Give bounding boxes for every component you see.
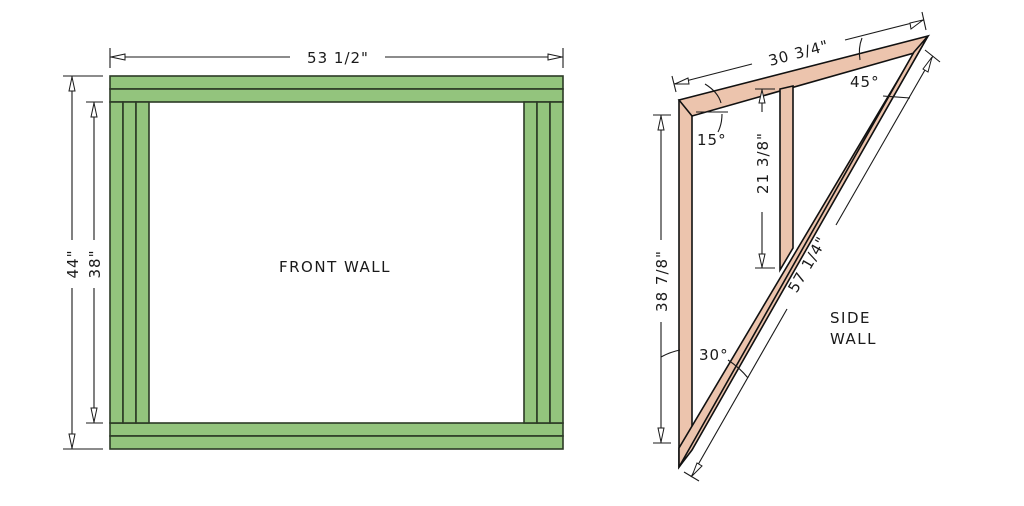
front-wall-title: FRONT WALL: [279, 258, 391, 276]
top-plate-lower: [109, 88, 564, 103]
side-wall: SIDE WALL: [677, 34, 931, 470]
front-wall: FRONT WALL: [109, 75, 564, 450]
side-mid-stud-label: 21 3/8": [754, 132, 772, 194]
side-post-height-dimension: 38 7/8": [653, 114, 671, 444]
front-inner-height-label: 38": [86, 250, 104, 279]
right-stud-2: [536, 101, 551, 424]
left-stud-1: [109, 101, 124, 424]
front-width-dimension: 53 1/2": [109, 48, 564, 68]
side-middle-stud: [779, 84, 794, 273]
angle-30-label: 30°: [699, 346, 729, 364]
front-inner-height-dimension: 38": [86, 101, 104, 424]
side-left-post: [678, 99, 693, 470]
side-post-height-label: 38 7/8": [653, 250, 671, 312]
right-stud-1: [523, 101, 538, 424]
front-outer-height-dimension: 44": [63, 75, 103, 450]
side-angle-30: 30°: [660, 346, 749, 379]
bottom-plate-lower: [109, 435, 564, 450]
angle-15-label: 15°: [697, 131, 727, 149]
top-plate-upper: [109, 75, 564, 90]
side-wall-title-1: SIDE: [830, 309, 871, 327]
side-wall-title-2: WALL: [830, 330, 877, 348]
side-angle-45: 45°: [850, 37, 911, 99]
angle-45-label: 45°: [850, 73, 880, 91]
left-stud-2: [122, 101, 137, 424]
left-stud-3: [135, 101, 150, 424]
front-outer-height-label: 44": [64, 250, 82, 279]
right-stud-3: [549, 101, 564, 424]
side-angle-15: 15°: [696, 83, 728, 149]
side-mid-stud-dimension: 21 3/8": [754, 88, 775, 269]
bottom-plate-upper: [109, 422, 564, 437]
front-width-label: 53 1/2": [307, 49, 369, 67]
side-diagonal-board: [678, 35, 929, 468]
